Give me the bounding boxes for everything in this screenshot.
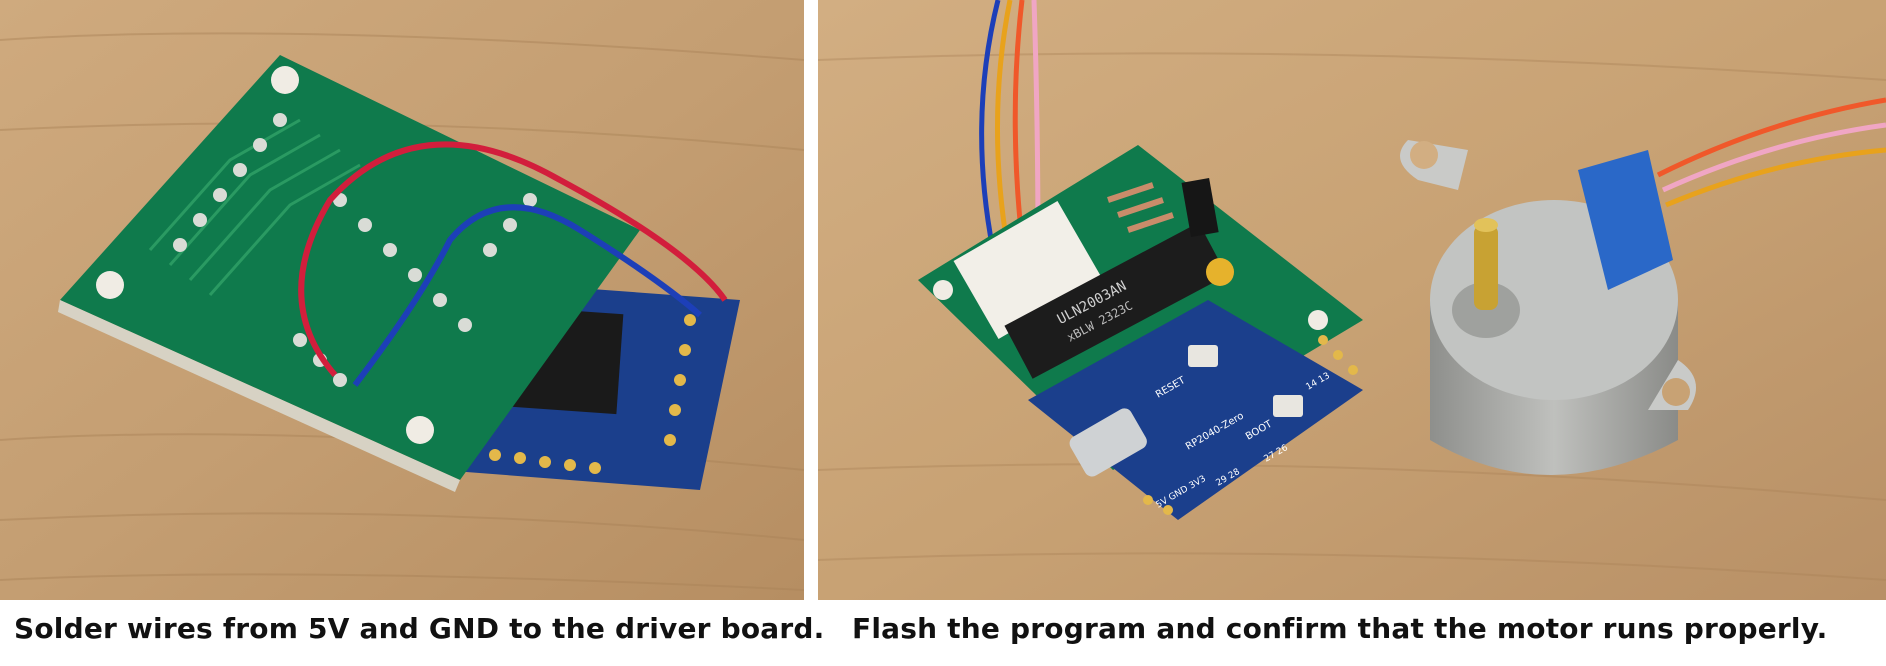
wood-grain bbox=[818, 52, 1886, 581]
reset-button bbox=[1188, 345, 1218, 367]
driver-board-back bbox=[58, 55, 640, 492]
capacitor bbox=[1206, 258, 1234, 286]
photo-soldered-wires bbox=[0, 0, 804, 600]
driver-board-front: ULN2003AN xBLW 2323C bbox=[918, 145, 1363, 470]
red-wire bbox=[298, 141, 728, 377]
photo-motor-test: ULN2003AN xBLW 2323C RESET BOOT RP2040-Z… bbox=[818, 0, 1886, 600]
mount-hole-right bbox=[1662, 378, 1690, 406]
caption-left: Solder wires from 5V and GND to the driv… bbox=[14, 612, 825, 645]
motor-wire-cap bbox=[1578, 150, 1673, 290]
boot-button bbox=[1273, 395, 1303, 417]
mount-hole-left bbox=[1410, 141, 1438, 169]
motor-shaft bbox=[1474, 225, 1498, 310]
stepper-motor bbox=[1400, 97, 1886, 475]
caption-right: Flash the program and confirm that the m… bbox=[852, 612, 1828, 645]
blue-wire bbox=[352, 204, 702, 387]
resistors bbox=[1107, 182, 1174, 233]
usb-c-port bbox=[1069, 408, 1147, 477]
jumper-header bbox=[1181, 177, 1219, 238]
